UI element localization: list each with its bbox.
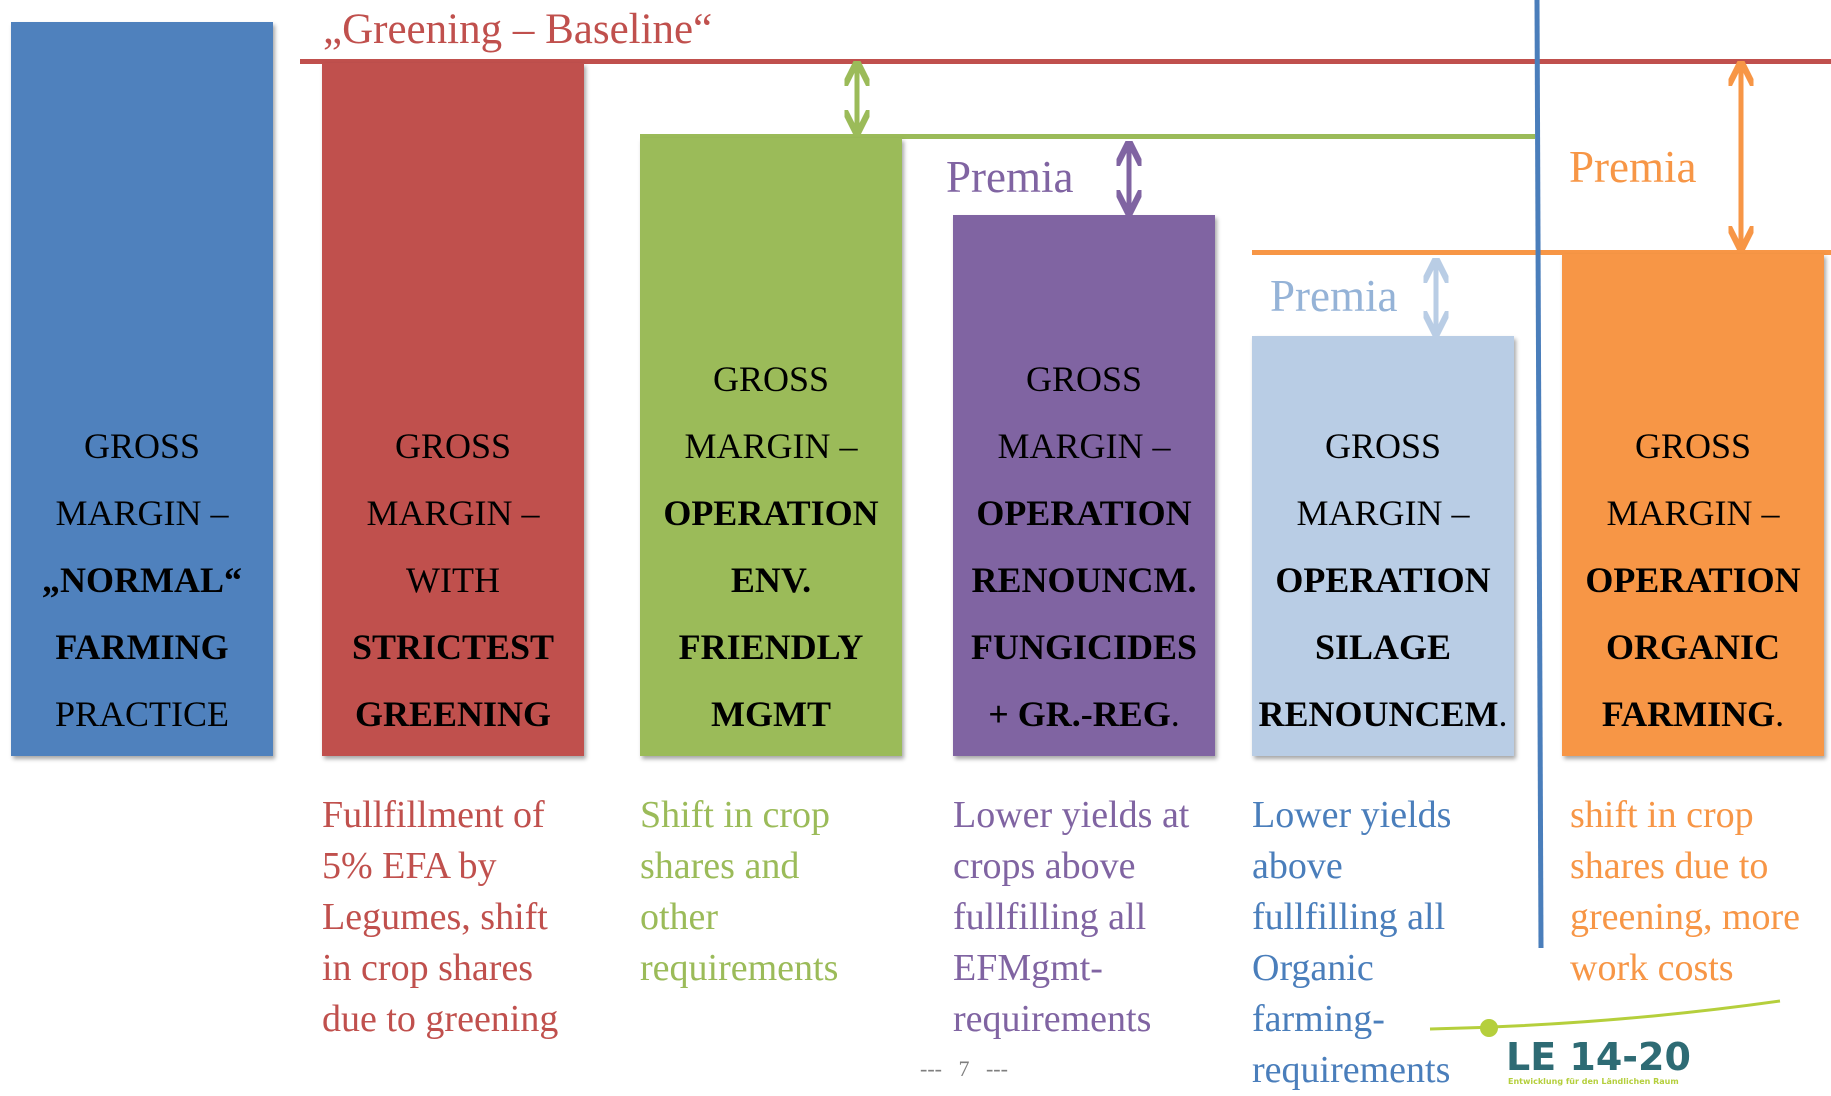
orange-level-line bbox=[1252, 250, 1831, 255]
bar-line: SILAGE bbox=[1314, 627, 1452, 667]
description-line: Organic bbox=[1252, 947, 1374, 989]
bar-line: + GR.-REG bbox=[988, 694, 1171, 734]
bar-line: ENV. bbox=[730, 560, 812, 600]
bar-line: OPERATION bbox=[1585, 560, 1801, 600]
description-silage-renouncement: Lower yields above fullfilling all Organ… bbox=[1252, 790, 1451, 1096]
bar-silage-renouncement: GROSS MARGIN – OPERATION SILAGE RENOUNCE… bbox=[1252, 336, 1514, 756]
description-line: Lower yields at bbox=[953, 794, 1190, 836]
description-organic-farming: shift in crop shares due to greening, mo… bbox=[1570, 790, 1800, 994]
baseline-line bbox=[300, 59, 1831, 64]
description-line: in crop shares bbox=[322, 947, 534, 989]
bar-line: GROSS bbox=[1634, 426, 1752, 466]
vertical-divider bbox=[1534, 0, 1544, 949]
bar-line: FARMING bbox=[1601, 694, 1776, 734]
premia-label-lightblue: Premia bbox=[1270, 271, 1398, 321]
bar-organic-farming: GROSS MARGIN – OPERATION ORGANIC FARMING… bbox=[1562, 254, 1824, 756]
bar-strictest-greening: GROSS MARGIN – WITH STRICTEST GREENING bbox=[322, 63, 584, 756]
bar-line: RENOUNCEM bbox=[1258, 694, 1499, 734]
bar-line: . bbox=[1170, 694, 1180, 734]
description-line: farming- bbox=[1252, 998, 1385, 1040]
description-line: 5% EFA by bbox=[322, 845, 497, 887]
description-line: above bbox=[1252, 845, 1343, 887]
description-line: due to greening bbox=[322, 998, 559, 1040]
bar-line: MARGIN – bbox=[684, 426, 858, 466]
description-line: crops above bbox=[953, 845, 1136, 887]
description-line: work costs bbox=[1570, 947, 1734, 989]
description-line: fullfilling all bbox=[1252, 896, 1446, 938]
logo-subtitle: Entwicklung für den Ländlichen Raum bbox=[1508, 1077, 1679, 1086]
description-line: shares and bbox=[640, 845, 800, 887]
le-logo: LE 14-20 Entwicklung für den Ländlichen … bbox=[1420, 995, 1831, 1090]
description-line: requirements bbox=[953, 998, 1152, 1040]
description-strictest-greening: Fullfillment of 5% EFA by Legumes, shift… bbox=[322, 790, 558, 1045]
bar-line: MARGIN – bbox=[55, 493, 229, 533]
bar-line: MARGIN – bbox=[997, 426, 1171, 466]
bar-line: WITH bbox=[406, 560, 500, 600]
description-line: Lower yields bbox=[1252, 794, 1452, 836]
description-line: other bbox=[640, 896, 719, 938]
description-line: greening, more bbox=[1570, 896, 1801, 938]
bar-env-friendly-mgmt: GROSS MARGIN – OPERATION ENV. FRIENDLY M… bbox=[640, 138, 902, 756]
description-line: shares due to bbox=[1570, 845, 1769, 887]
bar-line: GROSS bbox=[83, 426, 201, 466]
description-line: EFMgmt- bbox=[953, 947, 1103, 989]
description-renounce-fungicides: Lower yields at crops above fullfilling … bbox=[953, 790, 1189, 1045]
description-line: fullfilling all bbox=[953, 896, 1147, 938]
description-line: requirements bbox=[1252, 1049, 1451, 1091]
bar-line: STRICTEST bbox=[351, 627, 555, 667]
bar-line: MARGIN – bbox=[366, 493, 540, 533]
bar-line: RENOUNCM. bbox=[971, 560, 1197, 600]
bar-line: GROSS bbox=[1324, 426, 1442, 466]
bar-normal-farming: GROSS MARGIN – „NORMAL“ FARMING PRACTICE bbox=[11, 22, 273, 756]
description-line: Shift in crop bbox=[640, 794, 830, 836]
green-level-line bbox=[640, 134, 1535, 139]
description-line: shift in crop bbox=[1570, 794, 1754, 836]
bar-line: „NORMAL“ bbox=[42, 560, 242, 600]
logo-text: LE 14-20 bbox=[1506, 1035, 1691, 1079]
bar-line: FARMING bbox=[55, 627, 229, 667]
bar-line: GREENING bbox=[354, 694, 552, 734]
bar-line: ORGANIC bbox=[1605, 627, 1780, 667]
description-line: Legumes, shift bbox=[322, 896, 548, 938]
bar-line: . bbox=[1775, 694, 1785, 734]
bar-line: GROSS bbox=[394, 426, 512, 466]
page-number: --- 7 --- bbox=[920, 1056, 1008, 1081]
logo-swoosh-icon bbox=[1429, 999, 1781, 1037]
premia-label-purple: Premia bbox=[946, 152, 1074, 202]
bar-line: FUNGICIDES bbox=[970, 627, 1198, 667]
bar-line: OPERATION bbox=[976, 493, 1192, 533]
bar-line: OPERATION bbox=[663, 493, 879, 533]
bar-line: FRIENDLY bbox=[678, 627, 864, 667]
bar-line: PRACTICE bbox=[54, 694, 230, 734]
premia-label-orange: Premia bbox=[1569, 142, 1697, 192]
bar-line: GROSS bbox=[1025, 359, 1143, 399]
bar-line: GROSS bbox=[712, 359, 830, 399]
baseline-label: „Greening – Baseline“ bbox=[323, 6, 713, 53]
description-env-friendly: Shift in crop shares and other requireme… bbox=[640, 790, 838, 994]
bar-renounce-fungicides: GROSS MARGIN – OPERATION RENOUNCM. FUNGI… bbox=[953, 215, 1215, 756]
bar-line: OPERATION bbox=[1275, 560, 1491, 600]
bar-line: MARGIN – bbox=[1606, 493, 1780, 533]
description-line: requirements bbox=[640, 947, 839, 989]
bar-line: MARGIN – bbox=[1296, 493, 1470, 533]
bar-line: MGMT bbox=[711, 694, 831, 734]
description-line: Fullfillment of bbox=[322, 794, 545, 836]
bar-line: . bbox=[1498, 694, 1508, 734]
